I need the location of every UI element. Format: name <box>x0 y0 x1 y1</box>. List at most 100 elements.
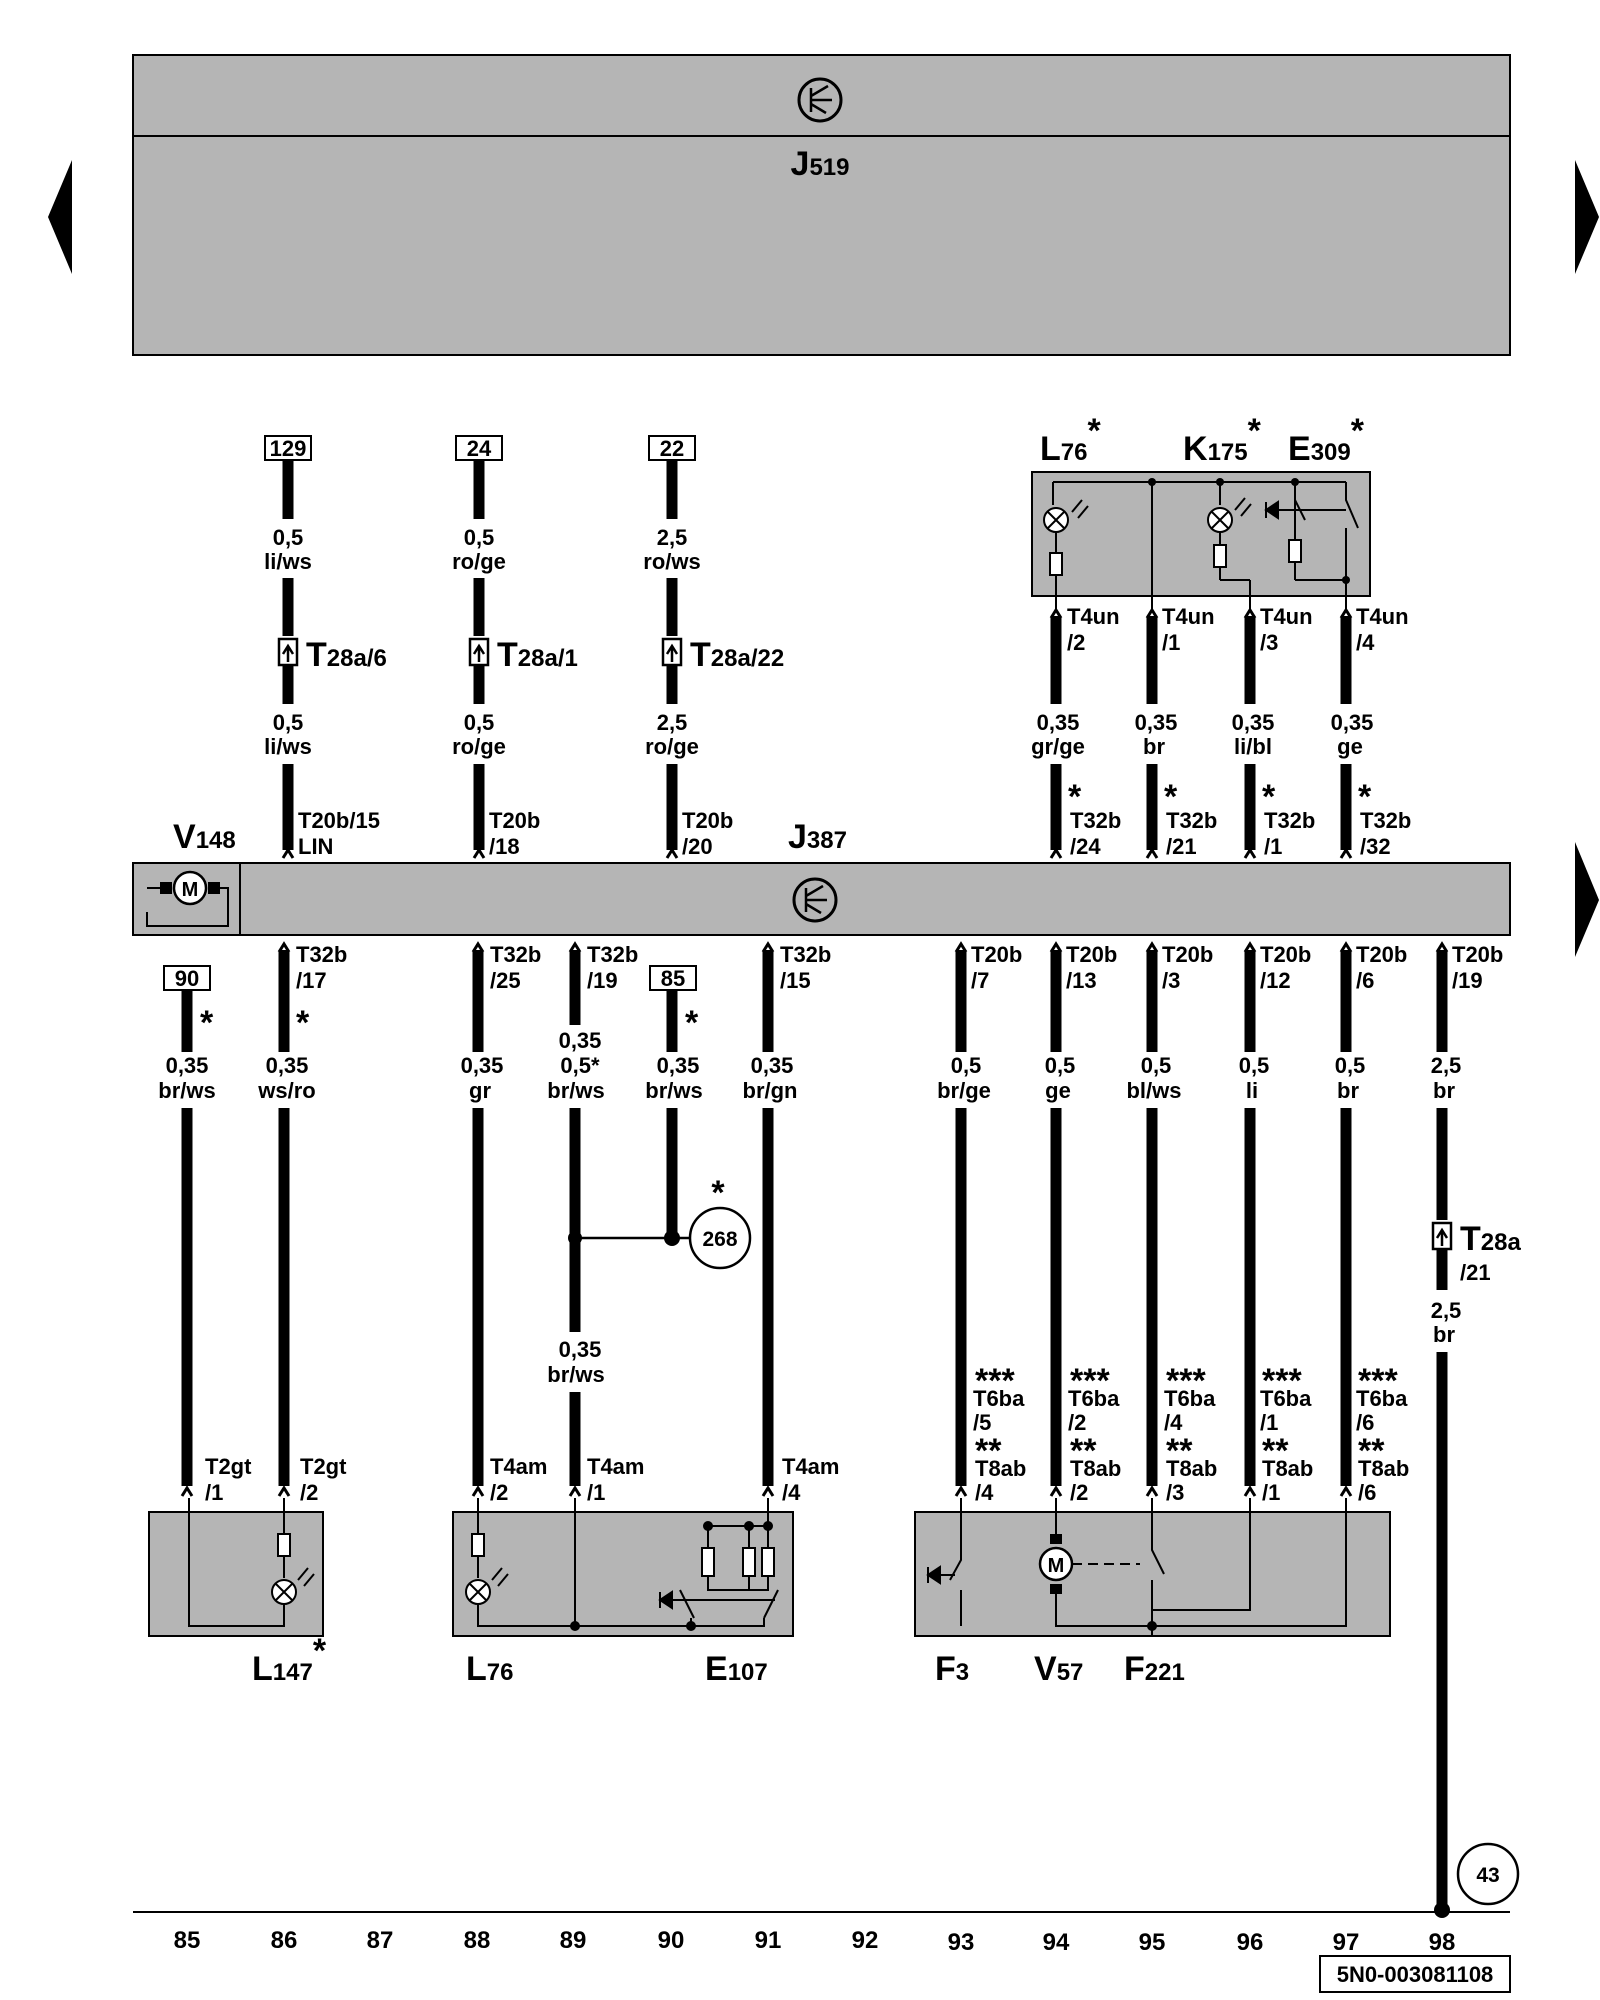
svg-text:/2: /2 <box>490 1480 508 1505</box>
svg-text:T6ba: T6ba <box>1164 1386 1216 1411</box>
svg-text:/21: /21 <box>1166 834 1197 859</box>
svg-text:/3: /3 <box>1162 968 1180 993</box>
column-number: 94 <box>1043 1929 1070 1956</box>
svg-text:T20b: T20b <box>489 808 540 833</box>
svg-text:/18: /18 <box>489 834 520 859</box>
ground-ref-43: 43 <box>1456 1842 1520 1906</box>
svg-text:*: * <box>1068 778 1082 816</box>
module-j519: J519 <box>132 54 1511 356</box>
svg-text:0,35: 0,35 <box>1331 710 1374 735</box>
svg-text:/4: /4 <box>782 1480 801 1505</box>
ground-ref-268: * 268 <box>688 1174 752 1270</box>
svg-text:**: ** <box>1262 1432 1289 1470</box>
right-upper-wire-95: T4un /1 0,35 br * T32b /21 <box>1135 604 1217 860</box>
svg-text:24: 24 <box>467 436 492 461</box>
svg-text:2,5: 2,5 <box>1431 1298 1462 1323</box>
next-page-arrow-icon[interactable] <box>1575 160 1599 274</box>
svg-text:**: ** <box>975 1432 1002 1470</box>
svg-text:2,5: 2,5 <box>657 525 688 550</box>
svg-text:L76*: L76* <box>1040 412 1101 468</box>
lower-wire-89: T32b /19 0,35 0,5* br/ws 0,35 br/ws T4am… <box>547 942 672 1505</box>
svg-text:22: 22 <box>660 436 684 461</box>
column-number: 85 <box>174 1927 201 1954</box>
right-lower-wire-93: T20b /7 0,5 br/ge *** T6ba /5 ** T8ab /4 <box>937 942 1026 1505</box>
svg-text:T8ab: T8ab <box>1262 1456 1313 1481</box>
svg-text:T32b: T32b <box>490 942 541 967</box>
svg-text:/3: /3 <box>1260 630 1278 655</box>
svg-text:/4: /4 <box>1356 630 1375 655</box>
svg-text:/1: /1 <box>1162 630 1180 655</box>
svg-text:0,35: 0,35 <box>166 1053 209 1078</box>
svg-text:ro/ge: ro/ge <box>452 549 506 574</box>
svg-text:T28a: T28a <box>1460 1220 1521 1258</box>
lamp-icon <box>1207 497 1252 533</box>
svg-text:268: 268 <box>702 1228 737 1251</box>
svg-text:li/bl: li/bl <box>1234 734 1272 759</box>
svg-text:T28a/22: T28a/22 <box>690 636 784 674</box>
svg-text:0,5: 0,5 <box>464 525 495 550</box>
column-number: 87 <box>367 1927 394 1954</box>
svg-text:T20b: T20b <box>1356 942 1407 967</box>
svg-text:br/ws: br/ws <box>547 1078 604 1103</box>
svg-text:*: * <box>296 1004 310 1042</box>
svg-text:0,35: 0,35 <box>751 1053 794 1078</box>
column-number: 92 <box>852 1927 879 1954</box>
svg-text:0,5: 0,5 <box>1239 1053 1270 1078</box>
svg-text:0,5: 0,5 <box>464 710 495 735</box>
column-number: 86 <box>271 1927 298 1954</box>
svg-text:ro/ws: ro/ws <box>643 549 700 574</box>
svg-text:T6ba: T6ba <box>973 1386 1025 1411</box>
svg-text:0,35: 0,35 <box>1037 710 1080 735</box>
svg-text:T20b: T20b <box>1260 942 1311 967</box>
lower-wire-86: T32b /17 * 0,35 ws/ro T2gt /2 <box>257 942 347 1505</box>
svg-text:/17: /17 <box>296 968 327 993</box>
svg-text:0,35: 0,35 <box>1135 710 1178 735</box>
column-number: 90 <box>658 1927 685 1954</box>
lower-wire-90: 85 * 0,35 br/ws * 268 <box>645 965 752 1270</box>
right-upper-wire-94: T4un /2 0,35 gr/ge * T32b /24 <box>1031 604 1121 860</box>
motor-v148-label: V148 <box>173 818 236 856</box>
svg-text:***: *** <box>975 1362 1015 1400</box>
svg-text:0,5: 0,5 <box>951 1053 982 1078</box>
right-lower-wire-95: T20b /3 0,5 bl/ws *** T6ba /4 ** T8ab /3 <box>1126 942 1217 1505</box>
svg-text:E309*: E309* <box>1288 412 1365 468</box>
svg-text:ro/ge: ro/ge <box>645 734 699 759</box>
svg-text:/6: /6 <box>1358 1480 1376 1505</box>
switch-icon <box>1151 1498 1165 1626</box>
svg-text:0,5: 0,5 <box>273 525 304 550</box>
svg-text:T4am: T4am <box>490 1454 547 1479</box>
svg-text:li: li <box>1246 1078 1258 1103</box>
svg-text:/1: /1 <box>205 1480 223 1505</box>
prev-page-arrow-icon[interactable] <box>48 160 72 274</box>
svg-text:/32: /32 <box>1360 834 1391 859</box>
svg-text:ws/ro: ws/ro <box>257 1078 315 1103</box>
svg-text:*: * <box>1262 778 1276 816</box>
svg-text:43: 43 <box>1476 1864 1499 1887</box>
svg-text:br/gn: br/gn <box>743 1078 798 1103</box>
doc-code: 5N0-003081108 <box>1319 1955 1511 1993</box>
motor-v148-icon: M <box>146 870 229 927</box>
svg-text:**: ** <box>1166 1432 1193 1470</box>
svg-text:br/ws: br/ws <box>547 1362 604 1387</box>
column-number: 91 <box>755 1927 782 1954</box>
svg-text:T2gt: T2gt <box>300 1454 347 1479</box>
component-f3-label: F3 <box>935 1650 969 1688</box>
svg-text:T20b: T20b <box>682 808 733 833</box>
svg-text:/15: /15 <box>780 968 811 993</box>
next-page-arrow-icon-lower[interactable] <box>1575 842 1599 957</box>
right-lower-wire-97: T20b /6 0,5 br *** T6ba /6 ** T8ab /6 <box>1335 942 1410 1505</box>
svg-text:T8ab: T8ab <box>1070 1456 1121 1481</box>
module-j387: M <box>132 862 1511 936</box>
top-right-component-box: L76* K175* E309* <box>1031 412 1371 610</box>
svg-text:gr: gr <box>469 1078 491 1103</box>
svg-text:5N0-003081108: 5N0-003081108 <box>1337 1962 1494 1987</box>
svg-text:T32b: T32b <box>1360 808 1411 833</box>
lamp-icon <box>465 1567 509 1605</box>
svg-text:2,5: 2,5 <box>1431 1053 1462 1078</box>
switch-icon <box>1264 482 1359 529</box>
switch-icon <box>926 1498 962 1626</box>
svg-text:*: * <box>200 1004 214 1042</box>
svg-text:LIN: LIN <box>298 834 333 859</box>
column-number: 93 <box>948 1929 975 1956</box>
